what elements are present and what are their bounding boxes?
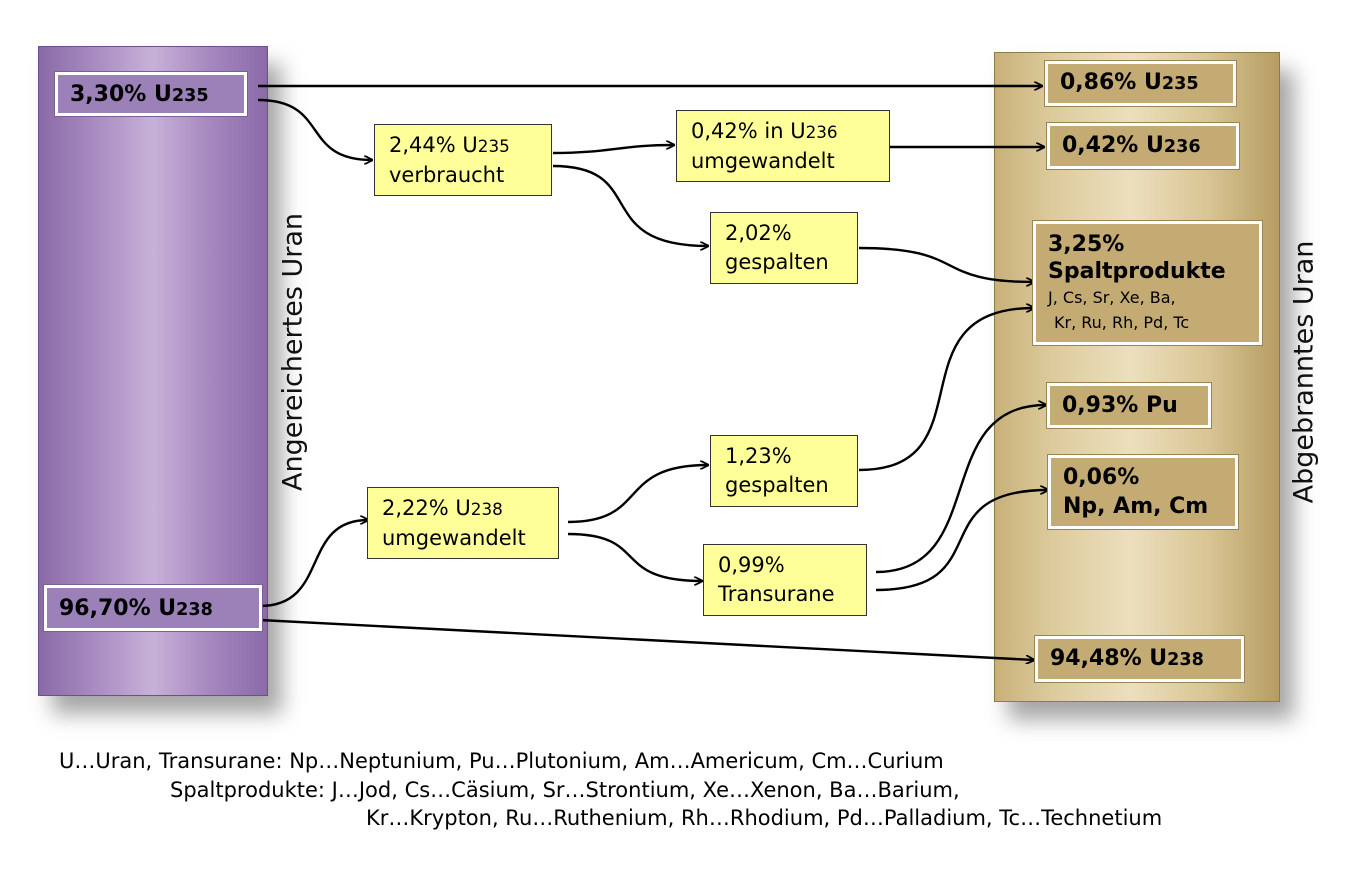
enriched-u238-value: 96,70% U — [59, 595, 177, 621]
u235-consumed-box: 2,44% U235 verbraucht — [374, 124, 552, 196]
arrow-transuranes-to-minor — [875, 490, 1048, 592]
minor-actinides-pct: 0,06% — [1063, 465, 1140, 490]
arrow-split-b-to-fission — [858, 308, 1034, 472]
fission-b-text: gespalten — [725, 473, 829, 497]
u238-converted-isotope: 238 — [470, 498, 503, 519]
minor-actinides-elements: Np, Am, Cm — [1063, 494, 1209, 519]
u235-consumed-pct: 2,44% U — [389, 132, 478, 157]
u238-converted-pct: 2,22% U — [382, 495, 471, 520]
spent-u235-value: 0,86% U — [1060, 70, 1162, 95]
u235-consumed-text: verbraucht — [389, 162, 505, 187]
u236-converted-text: umgewandelt — [691, 148, 835, 173]
spent-u236-box: 0,42% U236 — [1046, 122, 1240, 170]
transuranes-text: Transurane — [718, 582, 835, 606]
transuranes-box: 0,99% Transurane — [703, 544, 867, 616]
spent-u236-isotope: 236 — [1163, 136, 1201, 157]
minor-actinides-box: 0,06% Np, Am, Cm — [1047, 454, 1239, 530]
fission-products-pct: 3,25% — [1048, 232, 1125, 257]
fission-a-text: gespalten — [725, 250, 829, 274]
fission-products-elements-2: Kr, Ru, Rh, Pd, Tc — [1054, 313, 1190, 332]
fission-a-box: 2,02% gespalten — [710, 212, 858, 284]
arrow-used-to-u236 — [552, 145, 674, 155]
fission-b-box: 1,23% gespalten — [710, 435, 858, 507]
u238-converted-box: 2,22% U238 umgewandelt — [367, 487, 559, 559]
enriched-u238-isotope: 238 — [176, 599, 213, 620]
arrow-u238-through — [259, 618, 1034, 660]
arrow-used-to-split-a — [552, 164, 708, 246]
fission-products-box: 3,25% Spaltprodukte J, Cs, Sr, Xe, Ba, K… — [1032, 220, 1263, 346]
fission-products-title: Spaltprodukte — [1048, 259, 1226, 284]
fission-a-pct: 2,02% — [725, 221, 792, 245]
u236-converted-box: 0,42% in U236 umgewandelt — [676, 110, 890, 182]
spent-u235-box: 0,86% U235 — [1044, 60, 1237, 107]
arrow-conv-to-transuranes — [567, 532, 702, 581]
u236-converted-isotope: 236 — [805, 121, 838, 142]
arrow-u235-to-used — [257, 98, 372, 160]
arrow-conv-to-split-b — [567, 465, 708, 524]
spent-u235-isotope: 235 — [1161, 74, 1199, 94]
enriched-u235-box: 3,30% U235 — [54, 71, 248, 117]
legend-line-3: Kr…Krypton, Ru…Ruthenium, Rh…Rhodium, Pd… — [366, 806, 1163, 830]
arrow-split-a-to-fission — [858, 246, 1034, 282]
arrow-transuranes-to-pu — [875, 405, 1046, 574]
enriched-u235-value: 3,30% U — [70, 81, 172, 107]
transuranes-pct: 0,99% — [718, 553, 785, 577]
enriched-u238-box: 96,70% U238 — [43, 584, 263, 632]
spent-u238-isotope: 238 — [1167, 649, 1204, 670]
fission-products-elements-1: J, Cs, Sr, Xe, Ba, — [1048, 288, 1176, 307]
spent-pu-value: 0,93% Pu — [1062, 393, 1178, 418]
u238-converted-text: umgewandelt — [382, 525, 526, 550]
spent-pu-box: 0,93% Pu — [1046, 382, 1212, 429]
enriched-u235-isotope: 235 — [171, 85, 209, 106]
legend-line-2: Spaltprodukte: J…Jod, Cs…Cäsium, Sr…Stro… — [170, 778, 960, 802]
fission-b-pct: 1,23% — [725, 444, 792, 468]
legend-line-1: U…Uran, Transurane: Np…Neptunium, Pu…Plu… — [59, 749, 944, 773]
spent-u238-box: 94,48% U238 — [1034, 635, 1245, 683]
u236-converted-pct: 0,42% in U — [691, 118, 806, 143]
spent-u238-value: 94,48% U — [1050, 645, 1168, 671]
arrow-u238-to-conv — [259, 520, 368, 608]
u235-consumed-isotope: 235 — [477, 135, 510, 156]
spent-u236-value: 0,42% U — [1062, 132, 1164, 158]
